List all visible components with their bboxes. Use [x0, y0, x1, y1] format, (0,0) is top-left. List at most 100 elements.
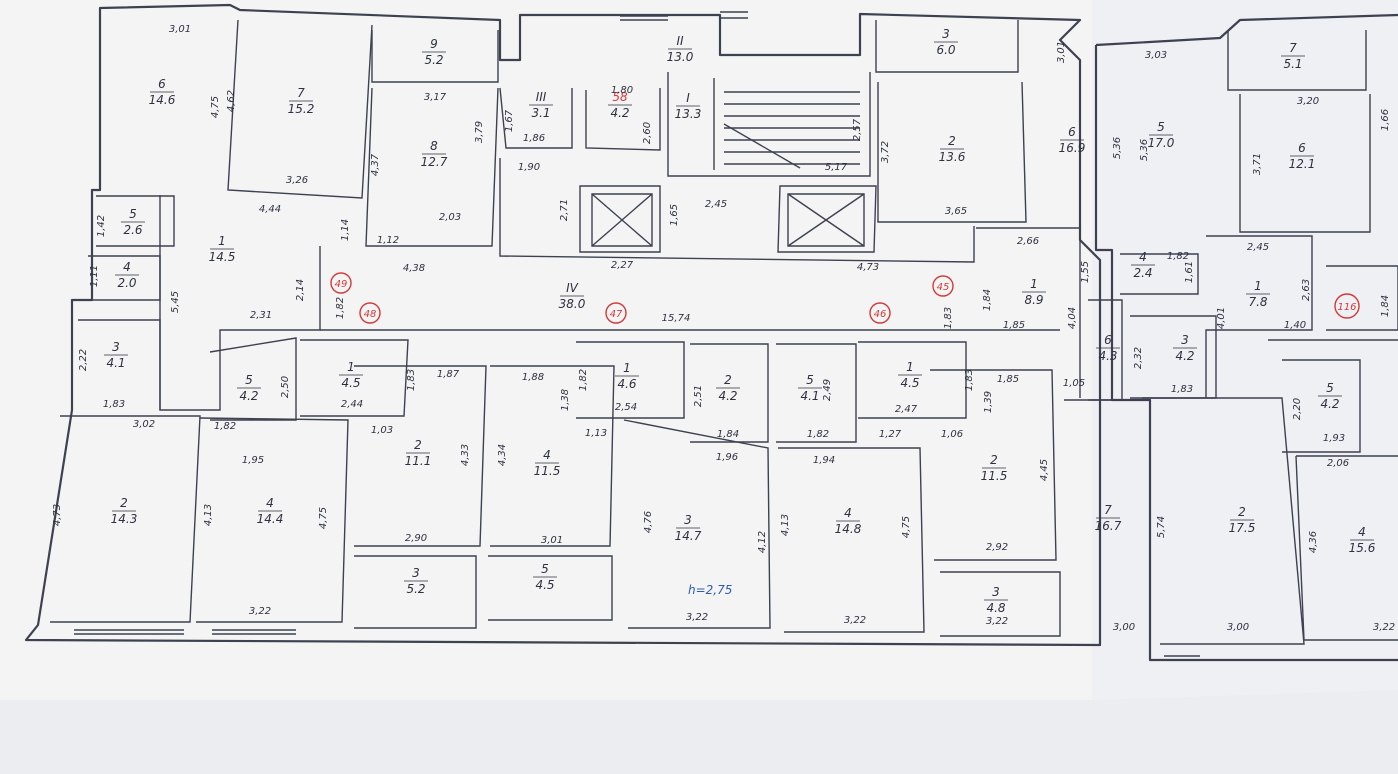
dimension-label: 3,22	[249, 606, 271, 617]
room-label: 211.5	[981, 453, 1008, 483]
room-label: 75.1	[1281, 41, 1305, 71]
dimension-label: 2,92	[986, 542, 1008, 553]
room-area: 4.1	[800, 389, 819, 403]
room-area: 15.6	[1349, 541, 1376, 555]
room-number: 3	[684, 513, 692, 527]
apartment-mark-number: 45	[937, 282, 950, 293]
room-number: 7	[1104, 503, 1112, 517]
room-area: 15.2	[288, 102, 315, 116]
outer-wall-left-block	[24, 3, 1102, 647]
dimension-label: 1,12	[377, 235, 399, 246]
dimension-label: 3,03	[1145, 50, 1167, 61]
dimension-label: 4,75	[901, 516, 912, 538]
dimension-label: 1,39	[983, 391, 994, 413]
dimension-label: 3,02	[133, 419, 155, 430]
dimension-label: 1,83	[964, 369, 975, 391]
dimension-label: 2,57	[852, 118, 863, 141]
dimension-label: 4,44	[259, 204, 281, 215]
dimension-label: 1,66	[1380, 109, 1391, 131]
dimension-label: 3,01	[541, 535, 563, 546]
room-label: 54.1	[798, 373, 822, 403]
room-label: 411.5	[534, 448, 561, 478]
dimension-label: 1,27	[879, 429, 902, 440]
dimension-label: 1,83	[406, 369, 417, 391]
room-label: 54.2	[237, 373, 261, 403]
apartment-mark-circle	[359, 302, 381, 324]
room-label: 114.5	[209, 234, 236, 264]
dimension-label: 2,60	[642, 122, 653, 144]
room-label: 42.0	[115, 260, 139, 290]
dimension-label: 1,84	[982, 289, 993, 311]
dimension-label: 1,82	[335, 297, 346, 319]
dimension-label: 2,31	[250, 310, 272, 321]
room-area: 4.2	[718, 389, 737, 403]
room-label: 34.8	[984, 585, 1008, 615]
dimension-label: 1,14	[340, 219, 351, 241]
dimension-label: 1,83	[943, 307, 954, 329]
dimension-label: 3,01	[169, 24, 191, 35]
room-number: III	[536, 90, 547, 104]
room-number: 2	[948, 134, 956, 148]
dimension-label: 1,05	[1063, 378, 1085, 389]
apartment-mark-number: 49	[335, 279, 348, 290]
apartment-mark: 116	[1334, 293, 1360, 319]
dimension-label: 3,17	[424, 92, 447, 103]
room-number: II	[676, 34, 684, 48]
dimension-label: 1,06	[941, 429, 963, 440]
room-label: 14.5	[339, 360, 363, 390]
dimension-label: 1,88	[522, 372, 544, 383]
paper-left	[0, 0, 1092, 700]
dimension-label: 1,96	[716, 452, 738, 463]
room-number: 7	[1289, 41, 1297, 55]
dimension-label: 4,62	[226, 90, 237, 112]
room-number: 4	[123, 260, 131, 274]
room-label: 36.0	[934, 27, 958, 57]
room-label: 314.7	[675, 513, 702, 543]
room-label: 64.3	[1096, 333, 1120, 363]
room-area: 5.2	[406, 582, 425, 596]
room-label: 414.4	[257, 496, 284, 526]
dimension-label: 2,45	[1247, 242, 1269, 253]
ceiling-height-note: h=2,75	[688, 583, 732, 597]
dimension-label: 5,74	[1156, 516, 1167, 538]
room-area: 7.8	[1248, 295, 1267, 309]
dimension-label: 2,47	[895, 404, 918, 415]
dimension-label: 3,26	[286, 175, 308, 186]
room-label: 414.8	[835, 506, 862, 536]
room-label: 17.8	[1246, 279, 1270, 309]
room-number: 6	[158, 77, 166, 91]
paper-right	[1092, 0, 1398, 700]
room-area: 11.5	[981, 469, 1008, 483]
room-label: 715.2	[288, 86, 315, 116]
dimension-label: 2,63	[1301, 279, 1312, 301]
room-number: 1	[347, 360, 355, 374]
dimension-label: 1,95	[242, 455, 264, 466]
dimension-label: 3,01	[1056, 41, 1067, 63]
dimension-label: 1,80	[611, 85, 633, 96]
room-number: 8	[430, 139, 438, 153]
dimension-label: 5,36	[1112, 137, 1123, 159]
room-number: 5	[129, 207, 137, 221]
room-area: 4.1	[106, 356, 125, 370]
room-area: 6.0	[936, 43, 955, 57]
dimension-label: 1,87	[437, 369, 460, 380]
dimension-label: 1,82	[578, 369, 589, 391]
dimension-label: 1,86	[523, 133, 545, 144]
dimension-label: 1,85	[997, 374, 1019, 385]
room-number: 3	[112, 340, 120, 354]
room-number: 1	[1030, 277, 1038, 291]
room-area: 8.9	[1024, 293, 1043, 307]
dimension-label: 3,72	[880, 141, 891, 163]
dimension-label: 4,34	[497, 444, 508, 466]
dimension-label: 3,00	[1227, 622, 1249, 633]
apartment-mark-circle	[605, 302, 627, 324]
room-number: 5	[806, 373, 814, 387]
dimension-label: 2,90	[405, 533, 427, 544]
room-number: 3	[992, 585, 1000, 599]
apartment-mark: 47	[605, 302, 627, 324]
room-number: 4	[844, 506, 852, 520]
dimension-label: 3,22	[986, 616, 1008, 627]
